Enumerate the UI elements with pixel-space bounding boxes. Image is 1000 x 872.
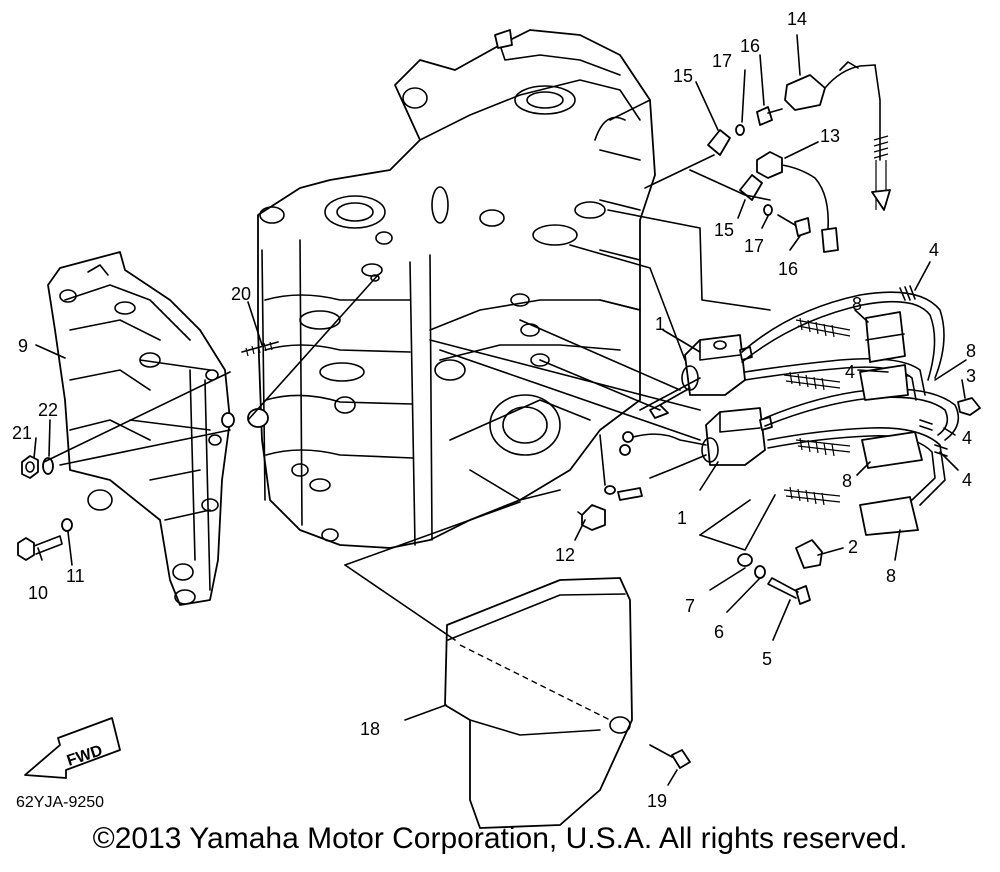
thermo-switch (784, 61, 891, 211)
copyright-notice: ©2013 Yamaha Motor Corporation, U.S.A. A… (92, 822, 908, 855)
ignition-coil (649, 407, 773, 479)
callout-14: 14 (787, 9, 807, 29)
callout-3: 3 (966, 366, 976, 386)
washer (619, 444, 631, 456)
washer (221, 412, 235, 428)
callout-15: 15 (673, 66, 693, 86)
washer (61, 518, 73, 532)
clip (795, 539, 823, 569)
callout-12: 12 (555, 545, 575, 565)
ground-lead (632, 433, 707, 446)
callout-22: 22 (38, 400, 58, 420)
plug-cap (861, 431, 923, 469)
callout-20: 20 (231, 284, 251, 304)
callout-2: 2 (848, 537, 858, 557)
callout-9: 9 (18, 336, 28, 356)
callout-18: 18 (360, 719, 380, 739)
callout-15: 15 (714, 220, 734, 240)
collar (247, 408, 269, 428)
callout-8: 8 (842, 471, 852, 491)
washer (622, 431, 634, 443)
leader-lines (33, 34, 967, 786)
callout-1: 1 (655, 314, 665, 334)
plug-cap (859, 364, 909, 401)
washer (763, 204, 773, 216)
sensor-bracket (739, 174, 763, 201)
callout-4: 4 (962, 470, 972, 490)
callout-4: 4 (845, 362, 855, 382)
sensor-bracket (707, 129, 731, 156)
callout-10: 10 (28, 583, 48, 603)
callout-16: 16 (740, 36, 760, 56)
callout-17: 17 (712, 51, 732, 71)
callout-11: 11 (66, 566, 85, 586)
callout-1: 1 (677, 508, 687, 528)
plug-cap (859, 496, 919, 536)
spark-plugs (783, 317, 851, 506)
stud-bolt (241, 341, 279, 357)
callout-8: 8 (966, 341, 976, 361)
washer (735, 124, 745, 136)
callout-4: 4 (929, 240, 939, 260)
bolt (649, 744, 691, 769)
washer (754, 565, 766, 579)
callout-8: 8 (852, 294, 862, 314)
bolt (756, 106, 783, 126)
callout-19: 19 (647, 791, 667, 811)
fwd-arrow: FWD (24, 717, 121, 779)
callout-5: 5 (762, 649, 772, 669)
callout-17: 17 (744, 236, 764, 256)
callout-21: 21 (12, 423, 32, 443)
cord-clamp (957, 397, 981, 416)
callout-7: 7 (685, 596, 695, 616)
nut (21, 455, 39, 479)
callout-4: 4 (962, 428, 972, 448)
washer (604, 485, 616, 495)
drawing-code: 62YJA-9250 (16, 794, 105, 811)
bolt (17, 535, 63, 561)
ignition-coil (649, 334, 753, 419)
bolt (777, 214, 811, 237)
callout-numbers: 1 1 2 3 4 4 4 4 5 6 7 8 8 8 8 9 10 11 12… (12, 9, 976, 811)
callout-8: 8 (886, 566, 896, 586)
callout-16: 16 (778, 259, 798, 279)
bolt (767, 577, 811, 605)
temperature-sensor (756, 151, 839, 253)
cover (444, 577, 633, 829)
cylinder-block (257, 29, 656, 549)
callout-13: 13 (820, 126, 840, 146)
callout-6: 6 (714, 622, 724, 642)
plug-cap (865, 311, 906, 363)
washer (737, 553, 753, 567)
mounting-bracket (47, 251, 231, 606)
bolt (617, 487, 643, 501)
